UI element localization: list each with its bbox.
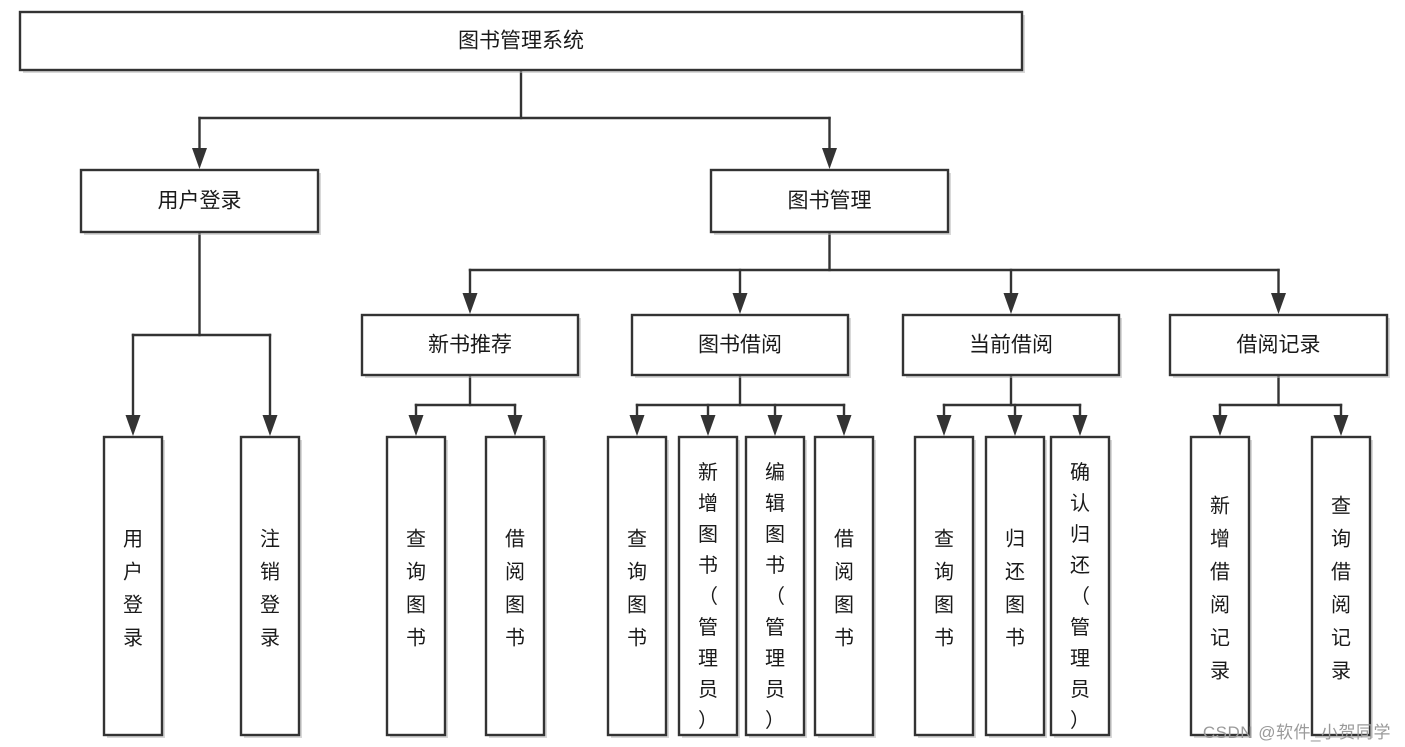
node-label: 图书借阅 <box>698 334 782 357</box>
node-root[interactable]: 图书管理系统 <box>18 10 1025 73</box>
node-leaf-query-book-2[interactable]: 查询图书 <box>606 435 669 738</box>
connector-group-new-book-recommend <box>408 373 523 436</box>
node-leaf-return-book[interactable]: 归还图书 <box>984 435 1047 738</box>
node-label: 借阅记录 <box>1237 334 1321 357</box>
node-leaf-confirm-return-admin[interactable]: 确认归还（管理员） <box>1049 435 1112 738</box>
connector-group-borrow-record <box>1212 373 1349 436</box>
node-label: 确认归还（管理员） <box>1070 461 1090 732</box>
node-leaf-add-borrow-record[interactable]: 新增借阅记录 <box>1189 435 1252 738</box>
node-label: 新增图书（管理员） <box>698 461 718 732</box>
node-label: 图书管理 <box>788 190 872 213</box>
connector-group-current-borrow <box>936 373 1088 436</box>
node-new-book-recommend[interactable]: 新书推荐 <box>360 313 581 378</box>
node-label: 借阅图书 <box>834 528 854 650</box>
node-leaf-logout[interactable]: 注销登录 <box>239 435 302 738</box>
node-current-borrow[interactable]: 当前借阅 <box>901 313 1122 378</box>
node-label: 新书推荐 <box>428 334 512 357</box>
node-label: 当前借阅 <box>969 334 1053 357</box>
connector-group-user-login <box>125 230 278 436</box>
nodes-layer: 图书管理系统用户登录图书管理新书推荐图书借阅当前借阅借阅记录用户登录注销登录查询… <box>18 10 1390 738</box>
node-leaf-edit-book-admin[interactable]: 编辑图书（管理员） <box>744 435 807 738</box>
node-label: 用户登录 <box>123 529 143 650</box>
node-label: 借阅图书 <box>505 528 525 650</box>
node-label: 查询图书 <box>406 528 426 650</box>
node-label: 编辑图书（管理员） <box>765 461 785 732</box>
node-leaf-user-login[interactable]: 用户登录 <box>102 435 165 738</box>
node-label: 查询图书 <box>627 528 647 650</box>
node-user-login[interactable]: 用户登录 <box>79 168 321 235</box>
node-label: 图书管理系统 <box>458 30 584 53</box>
node-label: 新增借阅记录 <box>1210 495 1230 683</box>
node-label: 查询图书 <box>934 528 954 650</box>
csdn-watermark: CSDN @软件_小贺同学 <box>1202 723 1391 742</box>
node-leaf-query-book-1[interactable]: 查询图书 <box>385 435 448 738</box>
node-leaf-borrow-book-2[interactable]: 借阅图书 <box>813 435 876 738</box>
connector-group-root <box>192 68 837 169</box>
node-book-borrow[interactable]: 图书借阅 <box>630 313 851 378</box>
node-leaf-borrow-book-1[interactable]: 借阅图书 <box>484 435 547 738</box>
node-borrow-record[interactable]: 借阅记录 <box>1168 313 1390 378</box>
node-leaf-query-borrow-record[interactable]: 查询借阅记录 <box>1310 435 1373 738</box>
node-leaf-query-book-3[interactable]: 查询图书 <box>913 435 976 738</box>
node-book-manage[interactable]: 图书管理 <box>709 168 951 235</box>
node-label: 注销登录 <box>260 528 280 650</box>
node-leaf-add-book-admin[interactable]: 新增图书（管理员） <box>677 435 740 738</box>
node-label: 查询借阅记录 <box>1331 495 1351 683</box>
connector-group-book-manage <box>462 230 1286 314</box>
connectors-layer <box>125 68 1349 436</box>
node-label: 归还图书 <box>1005 528 1025 650</box>
node-label: 用户登录 <box>158 190 242 213</box>
connector-group-book-borrow <box>629 373 852 436</box>
